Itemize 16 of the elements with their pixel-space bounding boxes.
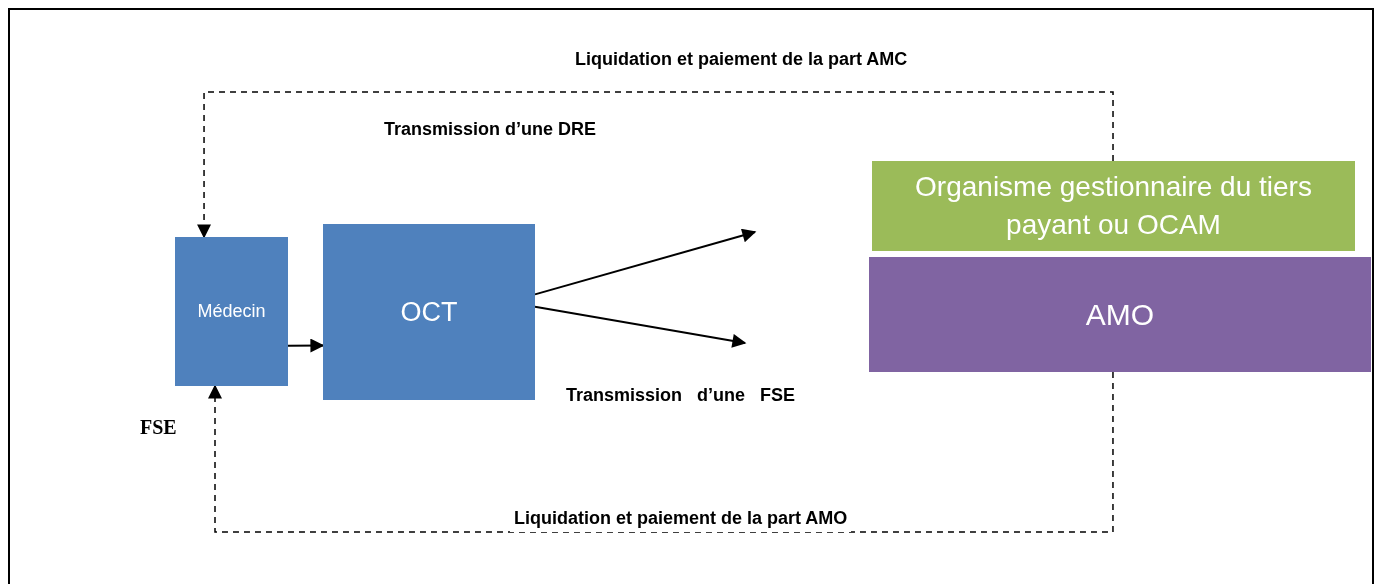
arrow (287, 338, 325, 353)
dashed-arrow (197, 91, 1114, 239)
annotation-text: FSE (140, 415, 177, 440)
node-label: OCT (400, 295, 458, 329)
annotation-text: Transmission d’une DRE (384, 118, 597, 141)
node-label: AMO (1085, 297, 1155, 333)
arrow (534, 228, 757, 296)
process-box (323, 224, 535, 400)
organization-box (869, 257, 1371, 372)
organization-box (872, 161, 1355, 251)
dashed-arrow (208, 371, 1114, 533)
node-label: Médecin (197, 300, 266, 323)
arrow (534, 305, 747, 348)
process-box (175, 237, 288, 386)
node-label: Organisme gestionnaire du tiers payant ou OCAM (914, 170, 1313, 242)
annotation-text: Transmission d’une FSE (566, 384, 796, 407)
